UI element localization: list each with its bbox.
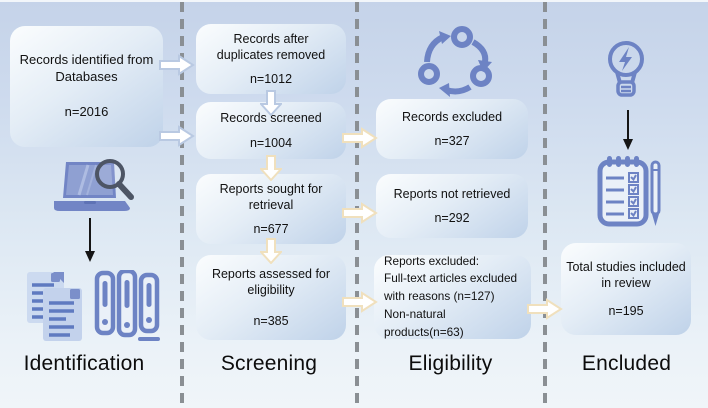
checklist-icon — [596, 152, 664, 232]
reports-excluded-line-2: Full-text articles excluded — [384, 271, 518, 286]
duplicates-removed-count: n=1012 — [249, 72, 293, 87]
arrow-sought-to-not-retrieved — [342, 202, 378, 224]
arrow-screened-to-excluded — [342, 127, 378, 149]
arrow-identified-to-screened — [159, 125, 195, 147]
reports-assessed-count: n=385 — [253, 313, 289, 328]
duplicates-removed-title: Records after duplicates removed — [216, 31, 326, 62]
reports-excluded-line-3: with reasons (n=127) — [384, 289, 495, 304]
stage-label-identification: Identification — [23, 352, 145, 375]
total-studies-count: n=195 — [608, 304, 644, 319]
reports-not-retrieved-box: Reports not retrieved n=292 — [376, 174, 528, 238]
lightbulb-icon — [600, 40, 652, 106]
total-studies-title: Total studies included in review — [566, 259, 686, 290]
identification-down-arrow — [84, 218, 96, 262]
records-identified-title: Records identified from Databases — [19, 52, 154, 85]
reports-sought-count: n=677 — [253, 222, 289, 237]
records-identified-count: n=2016 — [64, 103, 109, 119]
stage-label-encluded: Encluded — [581, 352, 672, 375]
reports-excluded-line-1: Reports excluded: — [384, 253, 480, 268]
stage-label-screening: Screening — [220, 352, 318, 375]
records-excluded-count: n=327 — [434, 134, 470, 148]
down-arrow-sought-to-assessed — [260, 238, 282, 264]
duplicates-removed-box: Records after duplicates removed n=1012 — [196, 24, 346, 94]
reports-excluded-line-4: Non-natural products(n=63) — [384, 306, 464, 339]
records-excluded-box: Records excluded n=327 — [376, 99, 528, 159]
records-screened-box: Records screened n=1004 — [196, 102, 346, 159]
column-divider-3 — [543, 2, 547, 408]
documents-icon — [26, 266, 86, 344]
records-excluded-title: Records excluded — [401, 109, 503, 124]
binders-icon — [94, 270, 160, 342]
column-divider-1 — [180, 2, 184, 408]
arrow-to-total-studies — [527, 298, 563, 320]
arrow-identified-to-duplicates — [159, 54, 195, 76]
arrow-assessed-to-reports-excluded — [342, 291, 378, 313]
reports-not-retrieved-count: n=292 — [434, 211, 470, 225]
records-screened-count: n=1004 — [249, 135, 293, 150]
laptop-search-icon — [52, 158, 142, 222]
reports-not-retrieved-title: Reports not retrieved — [393, 186, 511, 201]
reports-sought-title: Reports sought for retrieval — [219, 181, 323, 212]
down-arrow-screened-to-sought — [260, 155, 282, 181]
down-arrow-duplicates-to-screened — [260, 90, 282, 116]
total-studies-box: Total studies included in review n=195 — [561, 243, 691, 335]
reports-excluded-detail-box: Reports excluded: Full-text articles exc… — [374, 253, 531, 339]
cycle-icon — [415, 24, 503, 98]
reports-assessed-title: Reports assessed for eligibility — [211, 267, 331, 298]
encluded-down-arrow — [622, 110, 634, 150]
reports-sought-box: Reports sought for retrieval n=677 — [196, 174, 346, 244]
stage-label-eligibility: Eligibility — [408, 352, 493, 375]
column-divider-2 — [355, 2, 359, 408]
records-screened-title: Records screened — [220, 111, 322, 126]
reports-assessed-box: Reports assessed for eligibility n=385 — [196, 255, 346, 340]
records-identified-box: Records identified from Databases n=2016 — [10, 26, 163, 147]
